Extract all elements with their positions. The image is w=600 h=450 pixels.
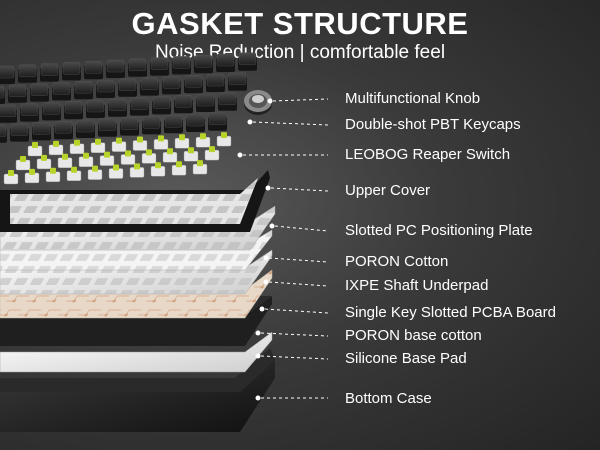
layer-label-keycaps: Double-shot PBT Keycaps [345, 116, 521, 133]
page-title: GASKET STRUCTURE [131, 6, 469, 41]
leader-dot [265, 185, 271, 191]
leader-line [272, 98, 329, 102]
layer-label-knob: Multifunctional Knob [345, 90, 481, 107]
leader-dot [269, 223, 275, 229]
leader-dot [255, 353, 261, 359]
layer-label-poron-cotton: PORON Cotton [345, 253, 449, 270]
leader-dot [255, 330, 261, 336]
leader-dot [267, 98, 273, 104]
leader-dot [247, 119, 253, 125]
leader-dot [263, 255, 269, 261]
knob-icon [244, 90, 272, 115]
silicone-base-pad-layer [0, 331, 273, 373]
leader-line [268, 257, 329, 263]
leader-line [268, 281, 329, 287]
layer-label-ixpe: IXPE Shaft Underpad [345, 277, 489, 294]
layer-label-switch: LEOBOG Reaper Switch [345, 146, 511, 163]
leader-dot [237, 152, 243, 158]
layer-label-bottom-case: Bottom Case [345, 390, 432, 407]
bottom-case-layer [0, 348, 275, 432]
leader-line [252, 121, 329, 126]
leader-dot [263, 279, 269, 285]
layer-label-upper-cover: Upper Cover [345, 182, 431, 199]
leader-line [274, 225, 329, 232]
leader-line [260, 355, 329, 360]
leader-line [260, 332, 329, 337]
layer-label-poron-base: PORON base cotton [345, 327, 482, 344]
leader-line [264, 308, 329, 314]
leader-dot [255, 395, 261, 401]
leader-dot [259, 306, 265, 312]
leader-line [270, 187, 329, 192]
layer-label-silicone: Silicone Base Pad [345, 350, 467, 367]
keycaps-layer [0, 52, 257, 143]
layer-label-pc-plate: Slotted PC Positioning Plate [345, 222, 533, 239]
leader-lines [237, 98, 329, 401]
upper-cover-layer [0, 170, 270, 232]
layer-label-pcba: Single Key Slotted PCBA Board [345, 304, 556, 321]
switches-layer [3, 132, 232, 185]
